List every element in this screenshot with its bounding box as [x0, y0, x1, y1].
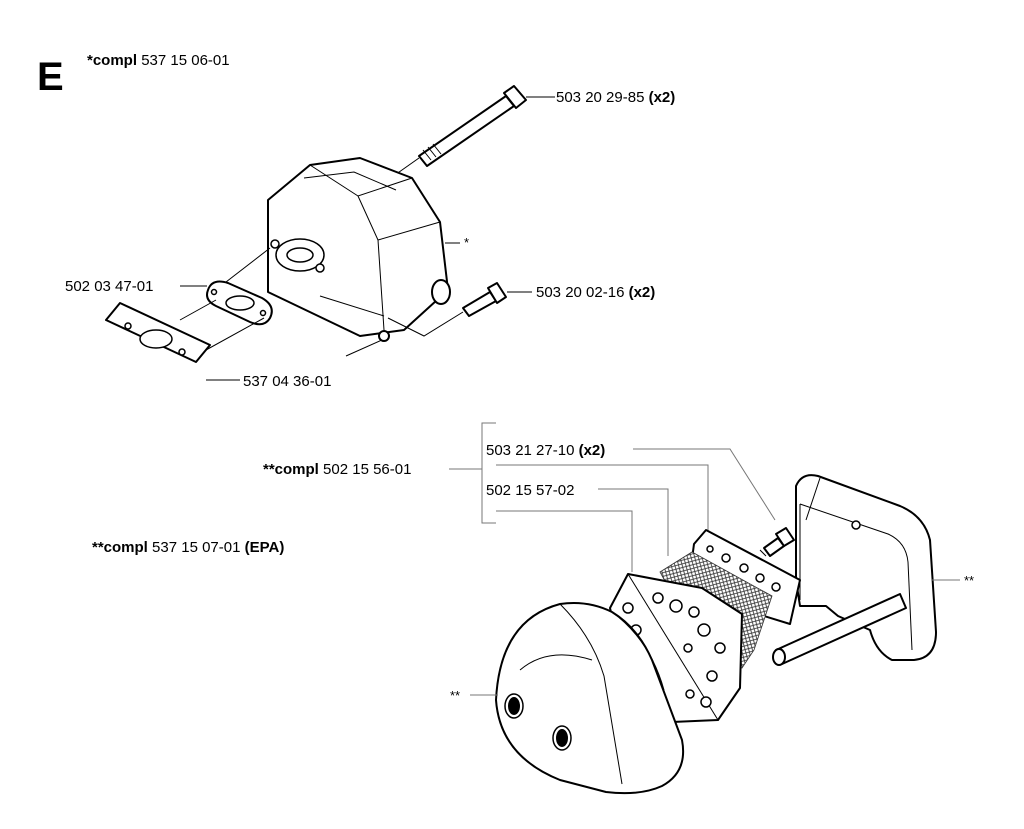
kit-bracket — [449, 422, 496, 524]
muffler-back-part — [772, 474, 937, 666]
label-screw: 503 21 27-10 (x2) — [486, 442, 605, 459]
leader-plate-front — [496, 510, 633, 572]
leader-screw-2 — [496, 464, 709, 538]
section-letter: E — [37, 55, 64, 99]
long-bolt-part — [418, 85, 527, 167]
marker-muffler-top: * — [464, 235, 469, 250]
marker-muffler-front: ** — [450, 688, 460, 703]
label-bolt-long: 503 20 29-85 (x2) — [556, 89, 675, 106]
screw-part — [759, 527, 795, 557]
kit-epa-label: **compl 537 15 07-01 (EPA) — [92, 539, 284, 556]
muffler-top-part — [267, 157, 451, 342]
leader-screen — [598, 488, 669, 556]
kit-middle-label: **compl 502 15 56-01 — [263, 461, 411, 478]
short-bolt-part — [462, 282, 507, 317]
label-gasket: 502 03 47-01 — [65, 278, 153, 295]
label-bolt-short: 503 20 02-16 (x2) — [536, 284, 655, 301]
label-heat-shield: 537 04 36-01 — [243, 373, 331, 390]
marker-muffler-back: ** — [964, 573, 974, 588]
gasket-axis-lines — [179, 247, 271, 351]
leader-short-bolt-axis — [387, 311, 464, 337]
label-screen: 502 15 57-02 — [486, 482, 574, 499]
heat-shield-part — [105, 302, 211, 363]
kit-top-label: *compl 537 15 06-01 — [87, 52, 230, 69]
gasket-part — [206, 280, 273, 326]
muffler-front-part — [495, 602, 684, 795]
leader-screw — [633, 448, 776, 521]
leader-muffler-bottom — [345, 339, 383, 357]
